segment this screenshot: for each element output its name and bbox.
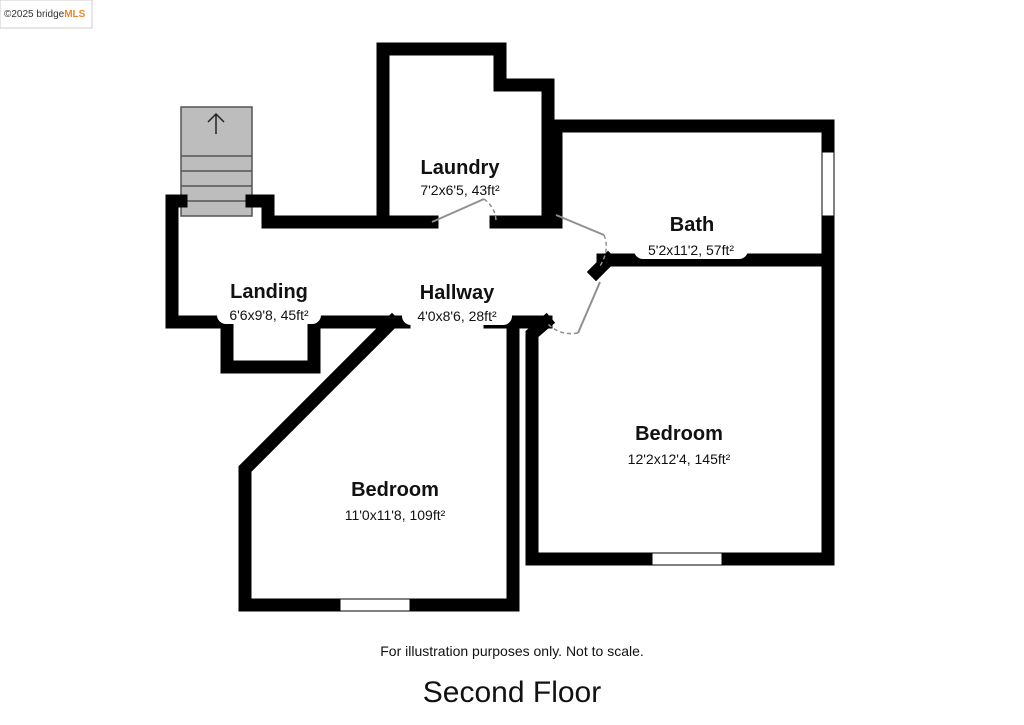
stairs — [180, 106, 253, 217]
room-label: Hallway — [420, 282, 495, 304]
bath-door — [555, 214, 607, 267]
room-label: Bedroom — [351, 479, 439, 501]
room-dimensions: 5'2x11'2, 57ft² — [648, 242, 734, 258]
room-label: Bedroom — [635, 423, 723, 445]
laundry-door — [431, 198, 497, 223]
watermark-brand: MLS — [64, 9, 85, 20]
room-label: Landing — [230, 281, 308, 303]
doors — [431, 198, 607, 335]
room-bath: Bath 5'2x11'2, 57ft² — [634, 214, 748, 259]
room-label: Bath — [670, 214, 714, 236]
watermark-logo: ©2025 bridgeMLS — [0, 0, 93, 29]
room-label: Laundry — [421, 157, 501, 179]
room-dimensions: 12'2x12'4, 145ft² — [628, 451, 731, 467]
floor-title: Second Floor — [422, 676, 602, 709]
disclaimer-text: For illustration purposes only. Not to s… — [380, 643, 644, 659]
room-bedroom-left: Bedroom 11'0x11'8, 109ft² — [345, 479, 446, 523]
svg-text:©2025 bridgeMLS: ©2025 bridgeMLS — [4, 9, 86, 20]
room-hallway: Hallway 4'0x8'6, 28ft² — [402, 282, 512, 325]
windows — [339, 151, 835, 612]
room-laundry: Laundry 7'2x6'5, 43ft² — [420, 157, 500, 198]
right-bedroom-door — [547, 281, 601, 335]
up-arrow-icon — [207, 112, 225, 134]
room-dimensions: 4'0x8'6, 28ft² — [417, 308, 497, 324]
room-dimensions: 6'6x9'8, 45ft² — [229, 307, 309, 323]
watermark-prefix: ©2025 bridge — [4, 9, 65, 20]
room-dimensions: 11'0x11'8, 109ft² — [345, 507, 446, 523]
room-bedroom-right: Bedroom 12'2x12'4, 145ft² — [628, 423, 731, 467]
room-dimensions: 7'2x6'5, 43ft² — [420, 182, 500, 198]
room-landing: Landing 6'6x9'8, 45ft² — [217, 281, 321, 324]
walls — [165, 42, 835, 612]
